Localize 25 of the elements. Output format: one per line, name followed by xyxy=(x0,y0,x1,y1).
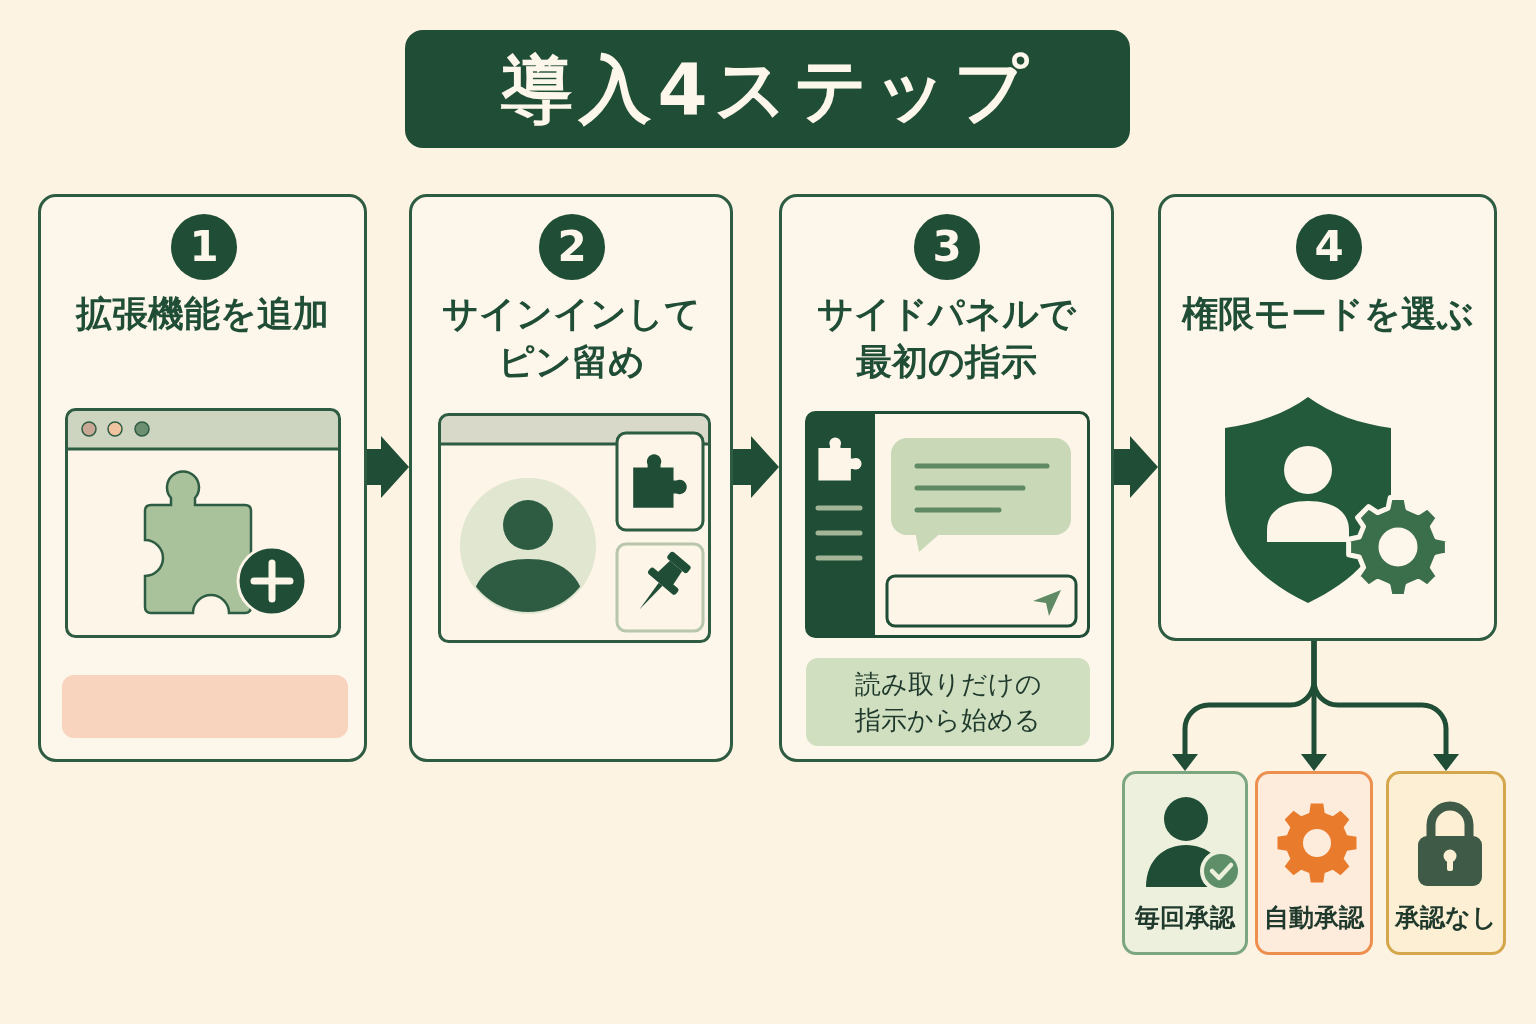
step-card xyxy=(779,194,1114,762)
mode-card xyxy=(1122,771,1248,955)
tag-pill xyxy=(62,675,348,738)
step-number-badge: 2 xyxy=(539,214,605,280)
step-title: 権限モードを選ぶ xyxy=(1181,292,1474,336)
mode-card xyxy=(1255,771,1373,955)
title-banner: 導入4ステップ xyxy=(405,30,1130,148)
block-arrow xyxy=(1114,436,1158,498)
mode-label: 自動承認 xyxy=(1264,902,1364,934)
step-number-badge: 3 xyxy=(914,214,980,280)
block-arrow xyxy=(367,436,409,498)
tip-note: 読み取りだけの指示から始める xyxy=(806,658,1090,746)
block-arrow xyxy=(733,436,779,498)
mode-label: 毎回承認 xyxy=(1135,902,1235,934)
arrow xyxy=(1311,641,1459,771)
step-number-badge: 4 xyxy=(1296,214,1362,280)
mode-card xyxy=(1386,771,1506,955)
step-title: 拡張機能を追加 xyxy=(76,292,329,336)
step-title: サインインしてピン留め xyxy=(440,292,702,384)
step-title: サイドパネルで最初の指示 xyxy=(816,292,1077,384)
step-card xyxy=(409,194,733,762)
mode-label: 承認なし xyxy=(1395,902,1497,934)
step-number-badge: 1 xyxy=(171,214,237,280)
step-card xyxy=(1158,194,1497,641)
step-card xyxy=(38,194,367,762)
